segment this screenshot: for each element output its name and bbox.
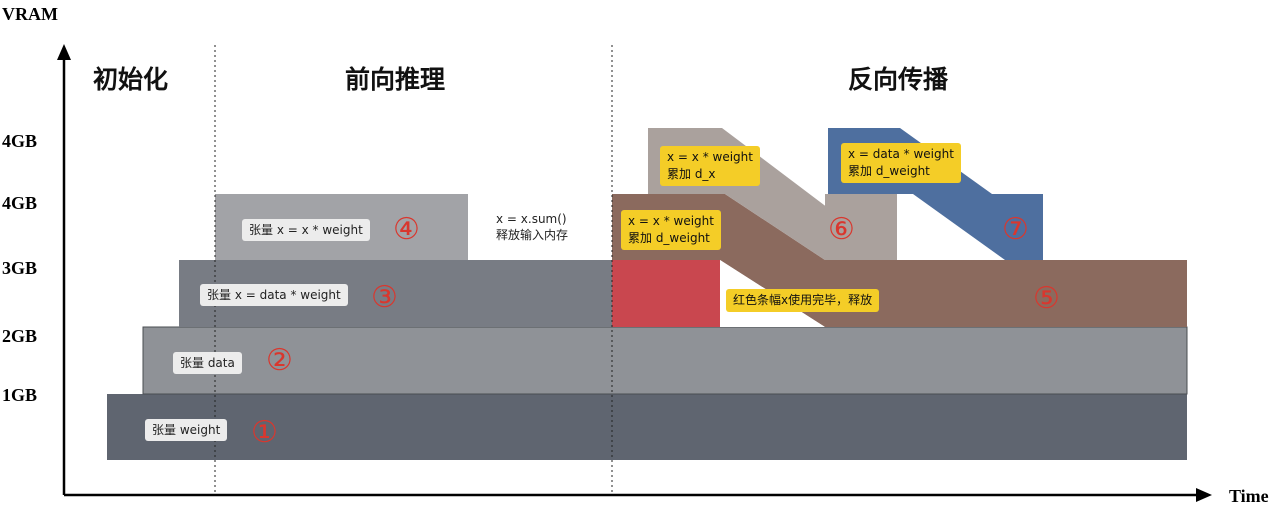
- y-tick-3gb: 3GB: [2, 258, 38, 278]
- x-axis-title: Time: [1229, 486, 1269, 506]
- marker-2: ②: [266, 343, 293, 378]
- note-back-dx: x = x * weight 累加 d_x: [660, 146, 760, 186]
- y-tick-4gb-top: 4GB: [2, 131, 38, 151]
- y-tick-4gb: 4GB: [2, 193, 38, 213]
- label-sum-release: x = x.sum() 释放输入内存: [489, 208, 576, 246]
- x-axis-arrow: [1196, 488, 1212, 502]
- note-back-x-weight-line2: 累加 d_weight: [628, 231, 710, 245]
- y-tick-1gb: 1GB: [2, 385, 38, 405]
- label-sum-line2: 释放输入内存: [496, 228, 569, 242]
- label-data: 张量 data: [173, 352, 242, 374]
- y-axis-title: VRAM: [2, 4, 58, 24]
- block-data: [142, 326, 1188, 395]
- phase-backward: 反向传播: [848, 65, 949, 94]
- note-back-x-weight: x = x * weight 累加 d_weight: [621, 210, 721, 250]
- marker-6: ⑥: [828, 212, 855, 247]
- y-tick-2gb: 2GB: [2, 326, 38, 346]
- note-release: 红色条幅x使用完毕，释放: [726, 289, 880, 312]
- note-back-x-weight-line1: x = x * weight: [628, 214, 714, 228]
- label-x-data-weight: 张量 x = data * weight: [200, 284, 348, 306]
- block-weight: [107, 394, 1187, 460]
- grad-band-brown: [612, 194, 1187, 327]
- label-weight: 张量 weight: [145, 419, 228, 441]
- note-back-dx-line1: x = x * weight: [667, 150, 753, 164]
- marker-3: ③: [371, 280, 398, 315]
- note-back-dw-line2: 累加 d_weight: [848, 164, 930, 178]
- marker-7: ⑦: [1002, 212, 1029, 247]
- y-axis-arrow: [57, 44, 71, 60]
- phase-forward: 前向推理: [345, 65, 446, 94]
- grad-band-tan-tail: [825, 194, 897, 260]
- marker-4: ④: [393, 212, 420, 247]
- label-x-x-weight: 张量 x = x * weight: [242, 219, 370, 241]
- note-back-dw-line1: x = data * weight: [848, 147, 954, 161]
- note-back-dw: x = data * weight 累加 d_weight: [841, 143, 961, 183]
- note-back-dx-line2: 累加 d_x: [667, 167, 716, 181]
- phase-init: 初始化: [93, 65, 169, 94]
- block-released-red: [612, 260, 720, 327]
- label-sum-line1: x = x.sum(): [496, 212, 567, 226]
- marker-1: ①: [251, 415, 278, 450]
- marker-5: ⑤: [1033, 281, 1060, 316]
